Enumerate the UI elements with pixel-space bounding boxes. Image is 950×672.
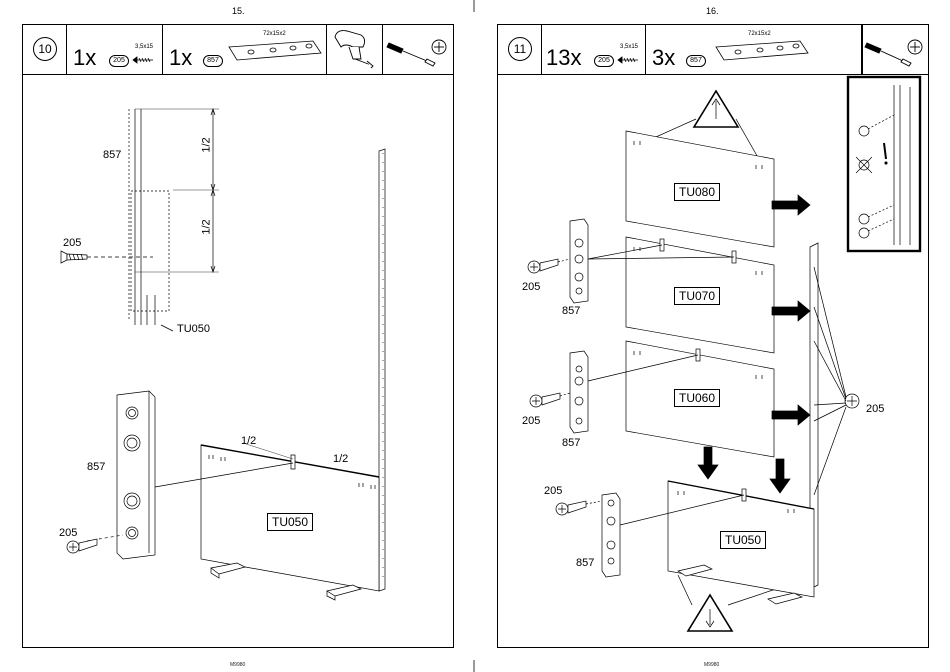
screw-callout-1: 205 xyxy=(522,281,540,293)
plate-callout-2: 857 xyxy=(562,437,580,449)
plate-callout-3: 857 xyxy=(576,557,594,569)
assembly-drawing-right xyxy=(498,25,930,649)
panel-label-tu060: TU060 xyxy=(674,389,720,407)
panel-label-tu080: TU080 xyxy=(674,183,720,201)
step-frame-right: 11 13x 205 3,5x15 3x 857 72x15x2 xyxy=(497,24,929,648)
panel-label-tu070: TU070 xyxy=(674,287,720,305)
screw-callout-right: 205 xyxy=(866,403,884,415)
panel-label-tu050: TU050 xyxy=(720,531,766,549)
plate-callout-1: 857 xyxy=(562,305,580,317)
footer-code-right: M9980 xyxy=(704,662,719,668)
page-number-right: 16. xyxy=(706,6,719,16)
screw-callout-3: 205 xyxy=(544,485,562,497)
screw-callout-2: 205 xyxy=(522,415,540,427)
